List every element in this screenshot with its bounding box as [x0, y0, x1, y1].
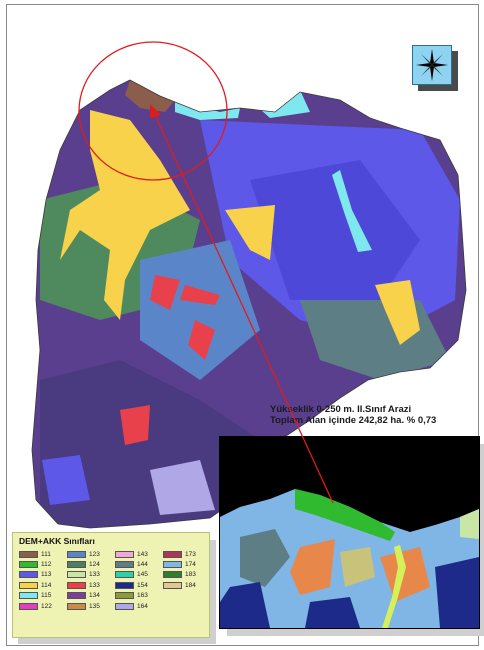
legend-label: 183 [185, 571, 196, 579]
legend-item: 133 [67, 570, 115, 580]
legend-label: 135 [89, 602, 100, 610]
legend-item [163, 601, 211, 611]
legend-swatch [19, 602, 38, 610]
legend-item: 115 [19, 591, 67, 601]
legend-swatch [163, 571, 182, 579]
legend-label: 115 [41, 592, 52, 600]
legend-swatch [115, 602, 134, 610]
annotation-line-1: Yükseklik 0-250 m. II.Sınıf Arazi [270, 404, 412, 415]
legend-label: 113 [41, 571, 52, 579]
legend-item: 173 [163, 549, 211, 559]
legend-label: 133 [89, 581, 100, 589]
legend-item: 184 [163, 580, 211, 590]
legend-label: 184 [185, 581, 196, 589]
legend-swatch [67, 592, 86, 600]
legend-swatch [67, 571, 86, 579]
inset-zone-navy [220, 582, 270, 628]
map-zone-red4 [120, 405, 150, 445]
inset-map-graphic [220, 437, 479, 628]
legend-item: 145 [115, 570, 163, 580]
legend-label: 173 [185, 550, 196, 558]
legend-label: 164 [137, 602, 148, 610]
legend-grid: 111 123 143 173 112 124 144 174 113 133 145 183 114 1… [19, 549, 211, 611]
legend-item: 113 [19, 570, 67, 580]
legend-item: 143 [115, 549, 163, 559]
legend-item: 164 [115, 601, 163, 611]
legend-swatch [19, 561, 38, 569]
inset-zone-navy2 [435, 557, 479, 628]
legend-label: 145 [137, 571, 148, 579]
map-zone-river [332, 170, 372, 252]
map-zone-brown [125, 80, 175, 112]
legend-swatch [19, 550, 38, 558]
legend-swatch [19, 592, 38, 600]
compass-rose-icon [412, 45, 452, 85]
legend-item: 183 [163, 570, 211, 580]
legend-swatch [67, 561, 86, 569]
legend-swatch [67, 550, 86, 558]
map-zone-yellow3 [375, 280, 420, 345]
legend-label: 133 [89, 571, 100, 579]
legend-label: 111 [41, 550, 51, 558]
inset-zone-pale [460, 509, 479, 539]
legend-item: 124 [67, 559, 115, 569]
inset-zone-orange2 [380, 547, 430, 602]
legend-label: 134 [89, 592, 100, 600]
legend-item: 163 [115, 591, 163, 601]
legend-swatch [115, 561, 134, 569]
legend-item: 112 [19, 559, 67, 569]
inset-zone-orange [290, 539, 335, 595]
compass [412, 45, 458, 91]
legend-swatch [163, 581, 182, 589]
legend-label: 124 [89, 561, 100, 569]
legend-swatch [115, 571, 134, 579]
legend-item: 144 [115, 559, 163, 569]
legend-label: 154 [137, 581, 148, 589]
legend-swatch [115, 581, 134, 589]
inset-zone-teal [240, 529, 290, 587]
annotation-line-2: Toplam Alan içinde 242,82 ha. % 0,73 [270, 415, 437, 426]
legend-label: 144 [137, 561, 148, 569]
legend-label: 163 [137, 592, 148, 600]
legend-swatch [163, 561, 182, 569]
legend-item: 122 [19, 601, 67, 611]
legend-swatch [19, 571, 38, 579]
legend-item: 154 [115, 580, 163, 590]
inset-zone-olive [340, 547, 375, 587]
legend-swatch [67, 602, 86, 610]
legend-item: 133 [67, 580, 115, 590]
legend-swatch [163, 550, 182, 558]
legend-label: 143 [137, 550, 148, 558]
legend-item [163, 591, 211, 601]
legend-item: 135 [67, 601, 115, 611]
inset-zone-river [382, 545, 406, 628]
legend-item: 114 [19, 580, 67, 590]
legend-swatch [115, 592, 134, 600]
legend-label: 123 [89, 550, 100, 558]
legend-item: 134 [67, 591, 115, 601]
legend-label: 122 [41, 602, 52, 610]
legend-label: 112 [41, 561, 52, 569]
legend-swatch [67, 581, 86, 589]
inset-zone-navy3 [305, 597, 360, 628]
legend-item: 123 [67, 549, 115, 559]
legend-swatch [115, 550, 134, 558]
legend-item: 174 [163, 559, 211, 569]
map-zone-blue3 [42, 455, 90, 505]
inset-map [219, 436, 480, 629]
legend-item: 111 [19, 549, 67, 559]
legend-title: DEM+AKK Sınıfları [19, 536, 95, 546]
legend-swatch [19, 581, 38, 589]
highlight-circle [78, 41, 228, 181]
legend-label: 114 [41, 581, 52, 589]
map-annotation: Yükseklik 0-250 m. II.Sınıf Arazi Toplam… [270, 404, 436, 426]
legend-label: 174 [185, 561, 196, 569]
